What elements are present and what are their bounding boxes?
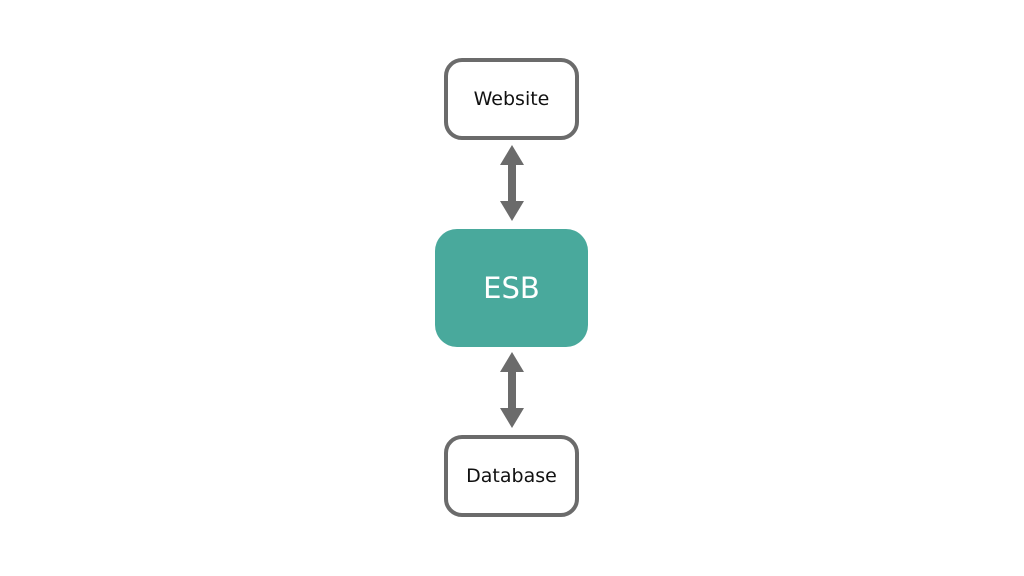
esb-node: ESB xyxy=(435,229,588,347)
website-esb-bidirectional-arrow xyxy=(500,145,524,221)
website-esb-arrow-head-down xyxy=(500,201,524,221)
esb-label: ESB xyxy=(483,271,540,305)
esb-database-arrow-head-up xyxy=(500,352,524,372)
esb-database-arrow-head-down xyxy=(500,408,524,428)
website-esb-arrow-shaft xyxy=(508,161,516,205)
website-label: Website xyxy=(473,88,550,110)
database-label: Database xyxy=(466,465,557,487)
esb-database-arrow-shaft xyxy=(508,368,516,412)
database-node: Database xyxy=(444,435,579,517)
esb-database-bidirectional-arrow xyxy=(500,352,524,428)
website-esb-arrow-head-up xyxy=(500,145,524,165)
website-node: Website xyxy=(444,58,579,140)
